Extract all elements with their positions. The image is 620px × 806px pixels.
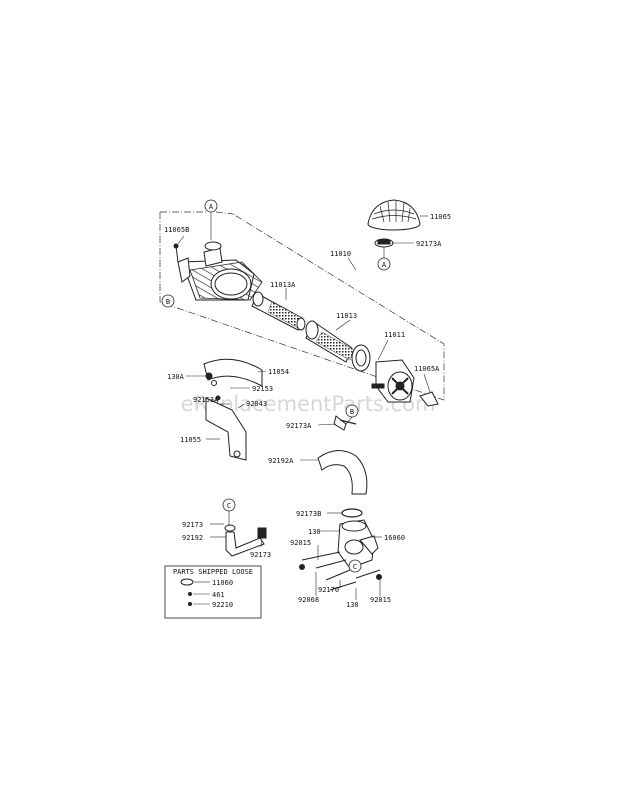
part-label-11013: 11013 xyxy=(336,312,357,320)
callout-label: B xyxy=(166,298,170,306)
part-label-92173A-hose: 92173A xyxy=(286,422,312,430)
part-label-92015-right: 92015 xyxy=(370,596,391,604)
part-label-92173-lower: 92173 xyxy=(250,551,271,559)
dust-valve xyxy=(419,391,439,407)
part-label-11065A: 11065A xyxy=(414,365,440,373)
part-label-130-top: 130 xyxy=(308,528,321,536)
cap-clamp xyxy=(374,238,394,248)
primary-filter-element xyxy=(305,320,371,372)
intake-pipe xyxy=(299,519,382,591)
callout-A-cap: A xyxy=(377,247,391,271)
part-label-92043: 92043 xyxy=(246,400,267,408)
part-label-92173: 92173 xyxy=(182,521,203,529)
air-cleaner-housing xyxy=(173,241,263,301)
band-clamp xyxy=(341,508,363,518)
part-label-92153: 92153 xyxy=(252,385,273,393)
callout-label: A xyxy=(382,261,387,269)
loose-item-461: 461 xyxy=(212,591,225,599)
callout-B-hose: B xyxy=(345,404,359,425)
callout-C-pipe: C xyxy=(348,559,362,573)
part-label-92068: 92068 xyxy=(298,596,319,604)
callout-label: B xyxy=(350,408,354,416)
part-label-92173B: 92173B xyxy=(296,510,321,518)
part-label-11013A: 11013A xyxy=(270,281,296,289)
precleaner-cap xyxy=(367,199,421,231)
part-labels: 11065 92173A 11065B 11010 11013A 11013 1… xyxy=(164,213,451,609)
part-label-92170: 92170 xyxy=(318,586,339,594)
part-label-92192A: 92192A xyxy=(268,457,294,465)
intake-elbow-hose xyxy=(317,415,368,495)
callout-label: A xyxy=(209,203,214,211)
parts-shipped-loose-box: PARTS SHIPPED LOOSE 11060 461 92210 xyxy=(164,565,262,619)
part-label-11011: 11011 xyxy=(384,331,405,339)
callout-label: C xyxy=(227,502,231,510)
loose-item-11060: 11060 xyxy=(212,579,233,587)
loose-box-title: PARTS SHIPPED LOOSE xyxy=(173,568,253,576)
leader-lines xyxy=(177,215,431,600)
callout-A-top: A xyxy=(204,199,218,240)
part-label-11055: 11055 xyxy=(180,436,201,444)
part-label-92173A: 92173A xyxy=(416,240,442,248)
end-cover xyxy=(371,359,415,403)
part-label-92015-left: 92015 xyxy=(290,539,311,547)
part-label-11010: 11010 xyxy=(330,250,351,258)
part-label-11054: 11054 xyxy=(268,368,289,376)
callout-label: C xyxy=(353,563,357,571)
callout-B-left: B xyxy=(161,294,175,308)
part-label-92192: 92192 xyxy=(182,534,203,542)
part-label-11065B: 11065B xyxy=(164,226,189,234)
part-label-92153A: 92153A xyxy=(193,396,219,404)
air-cleaner-frame xyxy=(159,211,445,401)
part-label-130-bottom: 130 xyxy=(346,601,359,609)
part-label-130A: 130A xyxy=(167,373,185,381)
heat-shield-bracket xyxy=(203,358,263,461)
loose-item-92210: 92210 xyxy=(212,601,233,609)
safety-filter-element xyxy=(251,291,306,331)
part-label-16060: 16060 xyxy=(384,534,405,542)
part-label-11065: 11065 xyxy=(430,213,451,221)
callout-C-left: C xyxy=(222,498,236,525)
